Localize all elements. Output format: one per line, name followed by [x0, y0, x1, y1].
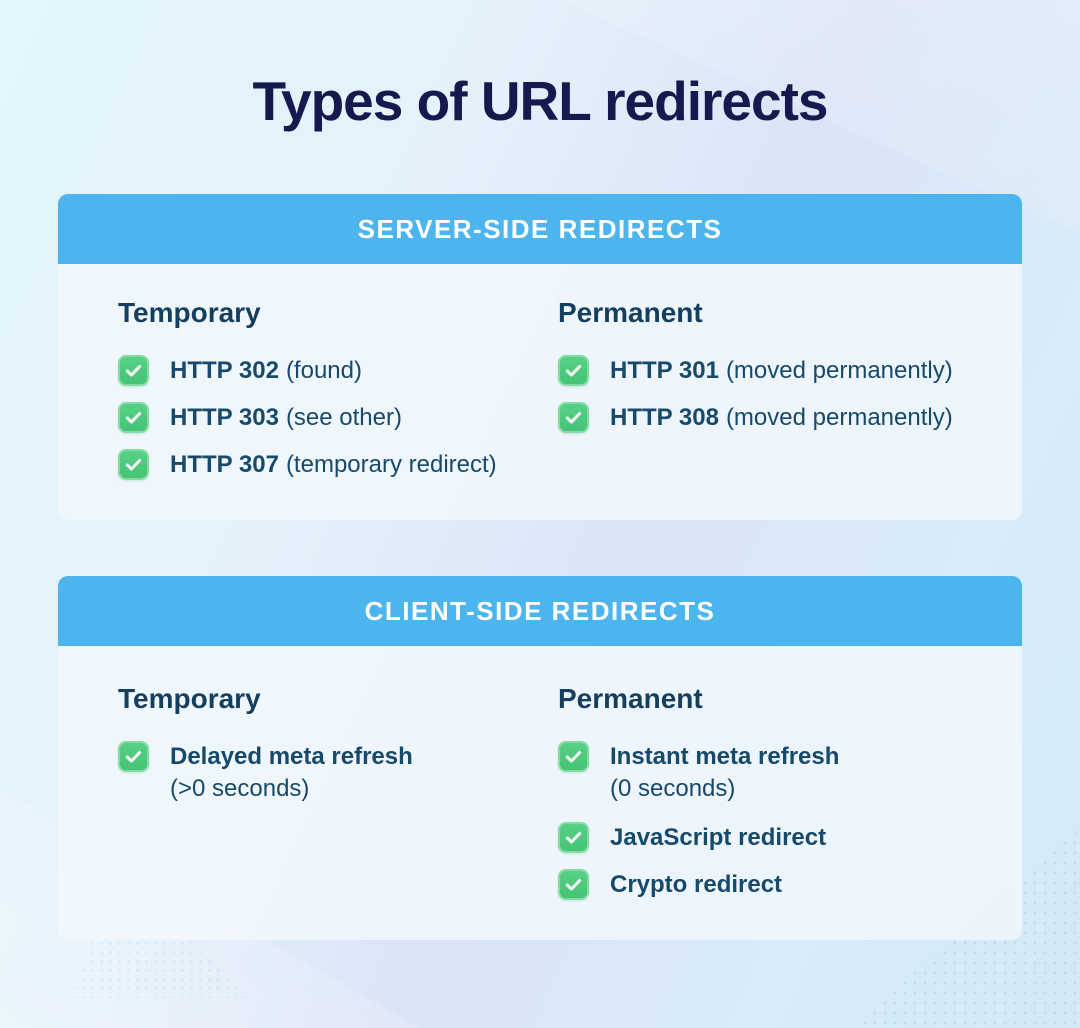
- item-note: (moved permanently): [725, 404, 953, 431]
- list-item: Crypto redirect: [558, 869, 962, 900]
- column-permanent: Permanent HTTP 301(moved permanently) HT…: [558, 296, 962, 480]
- item-code: HTTP 308: [610, 404, 719, 431]
- check-icon: [118, 449, 149, 480]
- card-body-client-side: Temporary Delayed meta refresh (>0 second…: [58, 646, 1022, 940]
- card-header-server-side: SERVER-SIDE REDIRECTS: [58, 194, 1022, 264]
- item-label: HTTP 303(see other): [170, 402, 402, 433]
- page-title: Types of URL redirects: [252, 70, 828, 132]
- item-code: Crypto redirect: [610, 871, 783, 898]
- check-icon: [558, 741, 589, 772]
- card-header-client-side: CLIENT-SIDE REDIRECTS: [58, 576, 1022, 646]
- item-note: (see other): [285, 404, 402, 431]
- column-heading: Temporary: [118, 683, 261, 714]
- item-code: HTTP 303: [170, 404, 279, 431]
- list-item: HTTP 303(see other): [118, 402, 558, 433]
- list-item: Instant meta refresh (0 seconds): [558, 741, 962, 806]
- check-icon: [558, 355, 589, 386]
- item-label: Instant meta refresh (0 seconds): [610, 741, 839, 806]
- item-code: Delayed meta refresh: [170, 743, 413, 770]
- check-icon: [118, 741, 149, 772]
- item-label: HTTP 307(temporary redirect): [170, 449, 497, 480]
- column-heading: Permanent: [558, 683, 703, 714]
- item-label: Crypto redirect: [610, 869, 782, 900]
- column-temporary: Temporary Delayed meta refresh (>0 second…: [118, 682, 558, 900]
- item-label: HTTP 308(moved permanently): [610, 402, 953, 433]
- card-body-server-side: Temporary HTTP 302(found) HTTP 303(see o…: [58, 264, 1022, 520]
- item-code: JavaScript redirect: [610, 824, 827, 851]
- item-list: Delayed meta refresh (>0 seconds): [118, 741, 558, 806]
- server-side-redirects-card: SERVER-SIDE REDIRECTS Temporary HTTP 302…: [58, 194, 1022, 520]
- item-note: (temporary redirect): [285, 451, 497, 478]
- item-list: HTTP 301(moved permanently) HTTP 308(mov…: [558, 355, 962, 433]
- list-item: Delayed meta refresh (>0 seconds): [118, 741, 558, 806]
- column-heading: Temporary: [118, 297, 261, 328]
- item-label: HTTP 302(found): [170, 355, 362, 386]
- item-note: (>0 seconds): [170, 775, 310, 802]
- item-note: (0 seconds): [610, 775, 736, 802]
- check-icon: [558, 822, 589, 853]
- item-list: Instant meta refresh (0 seconds) JavaScri…: [558, 741, 962, 900]
- item-note: (found): [285, 357, 362, 384]
- item-code: HTTP 301: [610, 357, 719, 384]
- check-icon: [558, 869, 589, 900]
- list-item: HTTP 301(moved permanently): [558, 355, 962, 386]
- list-item: HTTP 307(temporary redirect): [118, 449, 558, 480]
- item-label: HTTP 301(moved permanently): [610, 355, 953, 386]
- client-side-redirects-card: CLIENT-SIDE REDIRECTS Temporary Delayed …: [58, 576, 1022, 940]
- list-item: HTTP 302(found): [118, 355, 558, 386]
- item-code: HTTP 302: [170, 357, 279, 384]
- item-list: HTTP 302(found) HTTP 303(see other) HTTP…: [118, 355, 558, 480]
- column-temporary: Temporary HTTP 302(found) HTTP 303(see o…: [118, 296, 558, 480]
- check-icon: [558, 402, 589, 433]
- list-item: HTTP 308(moved permanently): [558, 402, 962, 433]
- check-icon: [118, 355, 149, 386]
- item-label: Delayed meta refresh (>0 seconds): [170, 741, 413, 806]
- check-icon: [118, 402, 149, 433]
- column-permanent: Permanent Instant meta refresh (0 seconds…: [558, 682, 962, 900]
- list-item: JavaScript redirect: [558, 822, 962, 853]
- item-label: JavaScript redirect: [610, 822, 826, 853]
- item-code: HTTP 307: [170, 451, 279, 478]
- item-note: (moved permanently): [725, 357, 953, 384]
- column-heading: Permanent: [558, 297, 703, 328]
- item-code: Instant meta refresh: [610, 743, 840, 770]
